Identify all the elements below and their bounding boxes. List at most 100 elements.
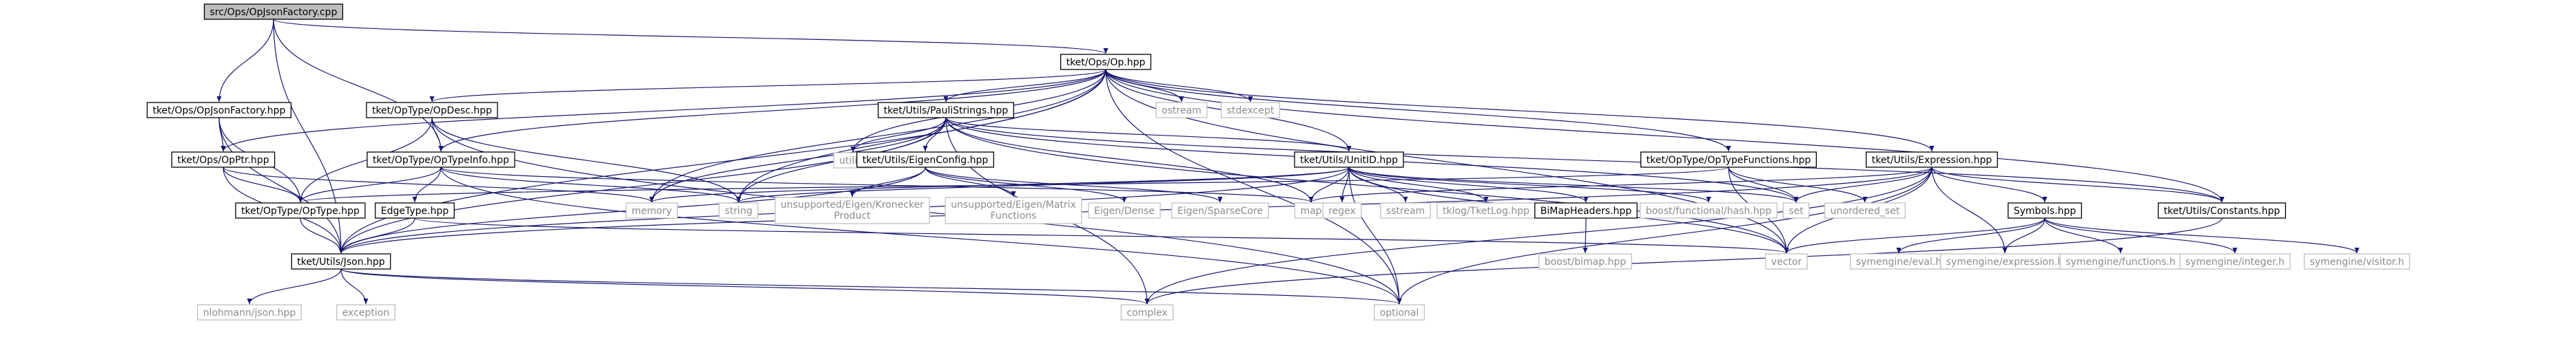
node-tket-optype-optypefunctions-hpp[interactable]: tket/OpType/OpTypeFunctions.hpp	[1640, 151, 1817, 168]
node-box	[1088, 202, 1161, 219]
node-label: vector	[1771, 257, 1802, 268]
edge-edgetype-to-vector	[414, 217, 1789, 254]
node-vector: vector	[1765, 253, 1808, 270]
node-symengine-eval-h: symengine/eval.h	[1850, 253, 1948, 270]
node-label: tket/Utils/UnitID.hpp	[1300, 155, 1398, 166]
node-symbols-hpp[interactable]: Symbols.hpp	[2008, 202, 2082, 219]
node-box	[367, 151, 515, 168]
edge-bimapheaders-to-bimap	[1583, 217, 1588, 254]
node-tket-optype-optypeinfo-hpp[interactable]: tket/OpType/OpTypeInfo.hpp	[367, 151, 515, 168]
node-label: stdexcept	[1227, 105, 1275, 116]
node-exception: exception	[336, 304, 395, 321]
edge-paulistrings-to-unitid	[945, 117, 1352, 152]
node-src-ops-opjsonfactory-cpp[interactable]: src/Ops/OpJsonFactory.cpp	[203, 3, 344, 20]
node-tket-ops-opptr-hpp[interactable]: tket/Ops/OpPtr.hpp	[171, 151, 276, 168]
node-edgetype-hpp[interactable]: EdgeType.hpp	[375, 202, 455, 219]
node-tket-optype-opdesc-hpp[interactable]: tket/OpType/OpDesc.hpp	[366, 102, 498, 118]
node-label: tket/Utils/Expression.hpp	[1872, 155, 1992, 166]
node-box	[1640, 151, 1817, 168]
node-boost-functional-hash-hpp: boost/functional/hash.hpp	[1640, 202, 1778, 219]
edge-edgetype-to-json	[338, 217, 415, 254]
edge-unitid-to-optional	[1348, 166, 1402, 305]
edge-json-to-exception	[340, 268, 369, 305]
node-box	[856, 151, 994, 168]
edge-opjsonfactory-to-json	[218, 117, 344, 254]
node-box	[2303, 253, 2411, 270]
node-box	[878, 102, 1014, 118]
node-label: unordered_set	[1831, 206, 1900, 217]
node-symengine-integer-h: symengine/integer.h	[2179, 253, 2291, 270]
node-symengine-functions-h: symengine/functions.h	[2059, 253, 2182, 270]
edge-optypeinfo-to-edgetype	[412, 166, 442, 203]
node-label: optional	[1380, 308, 1419, 319]
node-box	[945, 197, 1082, 224]
node-tket-utils-expression-hpp[interactable]: tket/Utils/Expression.hpp	[1866, 151, 1998, 168]
node-tket-utils-eigenconfig-hpp[interactable]: tket/Utils/EigenConfig.hpp	[856, 151, 994, 168]
node-label: sstream	[1386, 206, 1425, 217]
node-map: map	[1294, 202, 1328, 219]
edge-expression-to-set	[1793, 166, 1933, 203]
node-label: set	[1789, 206, 1804, 217]
node-label: tket/Ops/OpPtr.hpp	[177, 155, 269, 166]
edge-optype-to-json	[300, 217, 344, 254]
edge-op-to-memory	[649, 69, 1106, 203]
node-label: Eigen/SparseCore	[1177, 206, 1263, 217]
node-ostream: ostream	[1155, 102, 1208, 118]
edge-optypefunctions-to-set	[1728, 166, 1799, 203]
node-tket-utils-json-hpp[interactable]: tket/Utils/Json.hpp	[291, 253, 391, 270]
edge-unitid-to-hash	[1348, 166, 1711, 203]
node-memory: memory	[626, 202, 678, 219]
edge-eigenconfig-to-matrixfunctions	[925, 166, 1016, 197]
node-label: tket/Ops/OpJsonFactory.hpp	[153, 105, 286, 116]
node-label: Symbols.hpp	[2014, 206, 2077, 217]
node-box	[626, 202, 678, 219]
node-box	[1380, 202, 1431, 219]
edge-opdesc-to-string	[431, 117, 741, 203]
node-tket-utils-paulistrings-hpp[interactable]: tket/Utils/PauliStrings.hpp	[878, 102, 1014, 118]
node-tket-optype-optype-hpp[interactable]: tket/OpType/OpType.hpp	[235, 202, 366, 219]
node-box	[1220, 102, 1281, 118]
edge-expression-to-constants	[1931, 166, 2225, 203]
node-tket-utils-constants-hpp[interactable]: tket/Utils/Constants.hpp	[2157, 202, 2287, 219]
edge-op-to-expression	[1105, 69, 1935, 152]
node-tket-utils-unitid-hpp[interactable]: tket/Utils/UnitID.hpp	[1294, 151, 1404, 168]
node-label: boost/functional/hash.hpp	[1646, 206, 1772, 217]
node-box	[2157, 202, 2287, 219]
node-box	[1155, 102, 1208, 118]
edge-optypeinfo-to-string	[440, 166, 741, 203]
node-unordered-set: unordered_set	[1824, 202, 1906, 219]
edge-symbols-to-symeval	[1896, 217, 2046, 254]
node-box	[774, 197, 930, 224]
node-box	[1866, 151, 1998, 168]
node-tket-ops-opjsonfactory-hpp[interactable]: tket/Ops/OpJsonFactory.hpp	[146, 102, 292, 118]
edge-root-to-op	[273, 19, 1109, 54]
edge-unitid-to-set	[1348, 166, 1799, 203]
edge-expression-to-optional	[1397, 166, 1933, 305]
edge-opptr-to-memory	[223, 166, 655, 203]
node-tket-ops-op-hpp[interactable]: tket/Ops/Op.hpp	[1060, 54, 1152, 70]
node-eigen-dense: Eigen/Dense	[1088, 202, 1161, 219]
node-box	[146, 102, 292, 118]
edge-optypeinfo-to-optional	[440, 166, 1402, 305]
edge-paulistrings-to-utility	[850, 117, 947, 153]
node-label: regex	[1328, 206, 1356, 217]
node-label: src/Ops/OpJsonFactory.cpp	[210, 7, 338, 18]
node-label: tket/Utils/PauliStrings.hpp	[884, 105, 1009, 116]
node-box	[1538, 253, 1632, 270]
node-label: symengine/functions.h	[2065, 257, 2176, 268]
edge-opdesc-to-optype	[298, 117, 433, 203]
node-label: nlohmann/json.hpp	[203, 308, 296, 319]
node-symengine-visitor-h: symengine/visitor.h	[2303, 253, 2411, 270]
edge-expression-to-symbols	[1931, 166, 2048, 203]
node-box	[719, 202, 759, 219]
node-label: symengine/visitor.h	[2310, 257, 2404, 268]
node-label: ostream	[1162, 105, 1202, 116]
node-bimapheaders-hpp[interactable]: BiMapHeaders.hpp	[1534, 202, 1638, 219]
node-optional: optional	[1373, 304, 1425, 321]
edge-expression-to-symexpression	[1931, 166, 2008, 254]
edge-root-to-optypeinfo	[273, 19, 444, 152]
node-box	[197, 304, 302, 321]
